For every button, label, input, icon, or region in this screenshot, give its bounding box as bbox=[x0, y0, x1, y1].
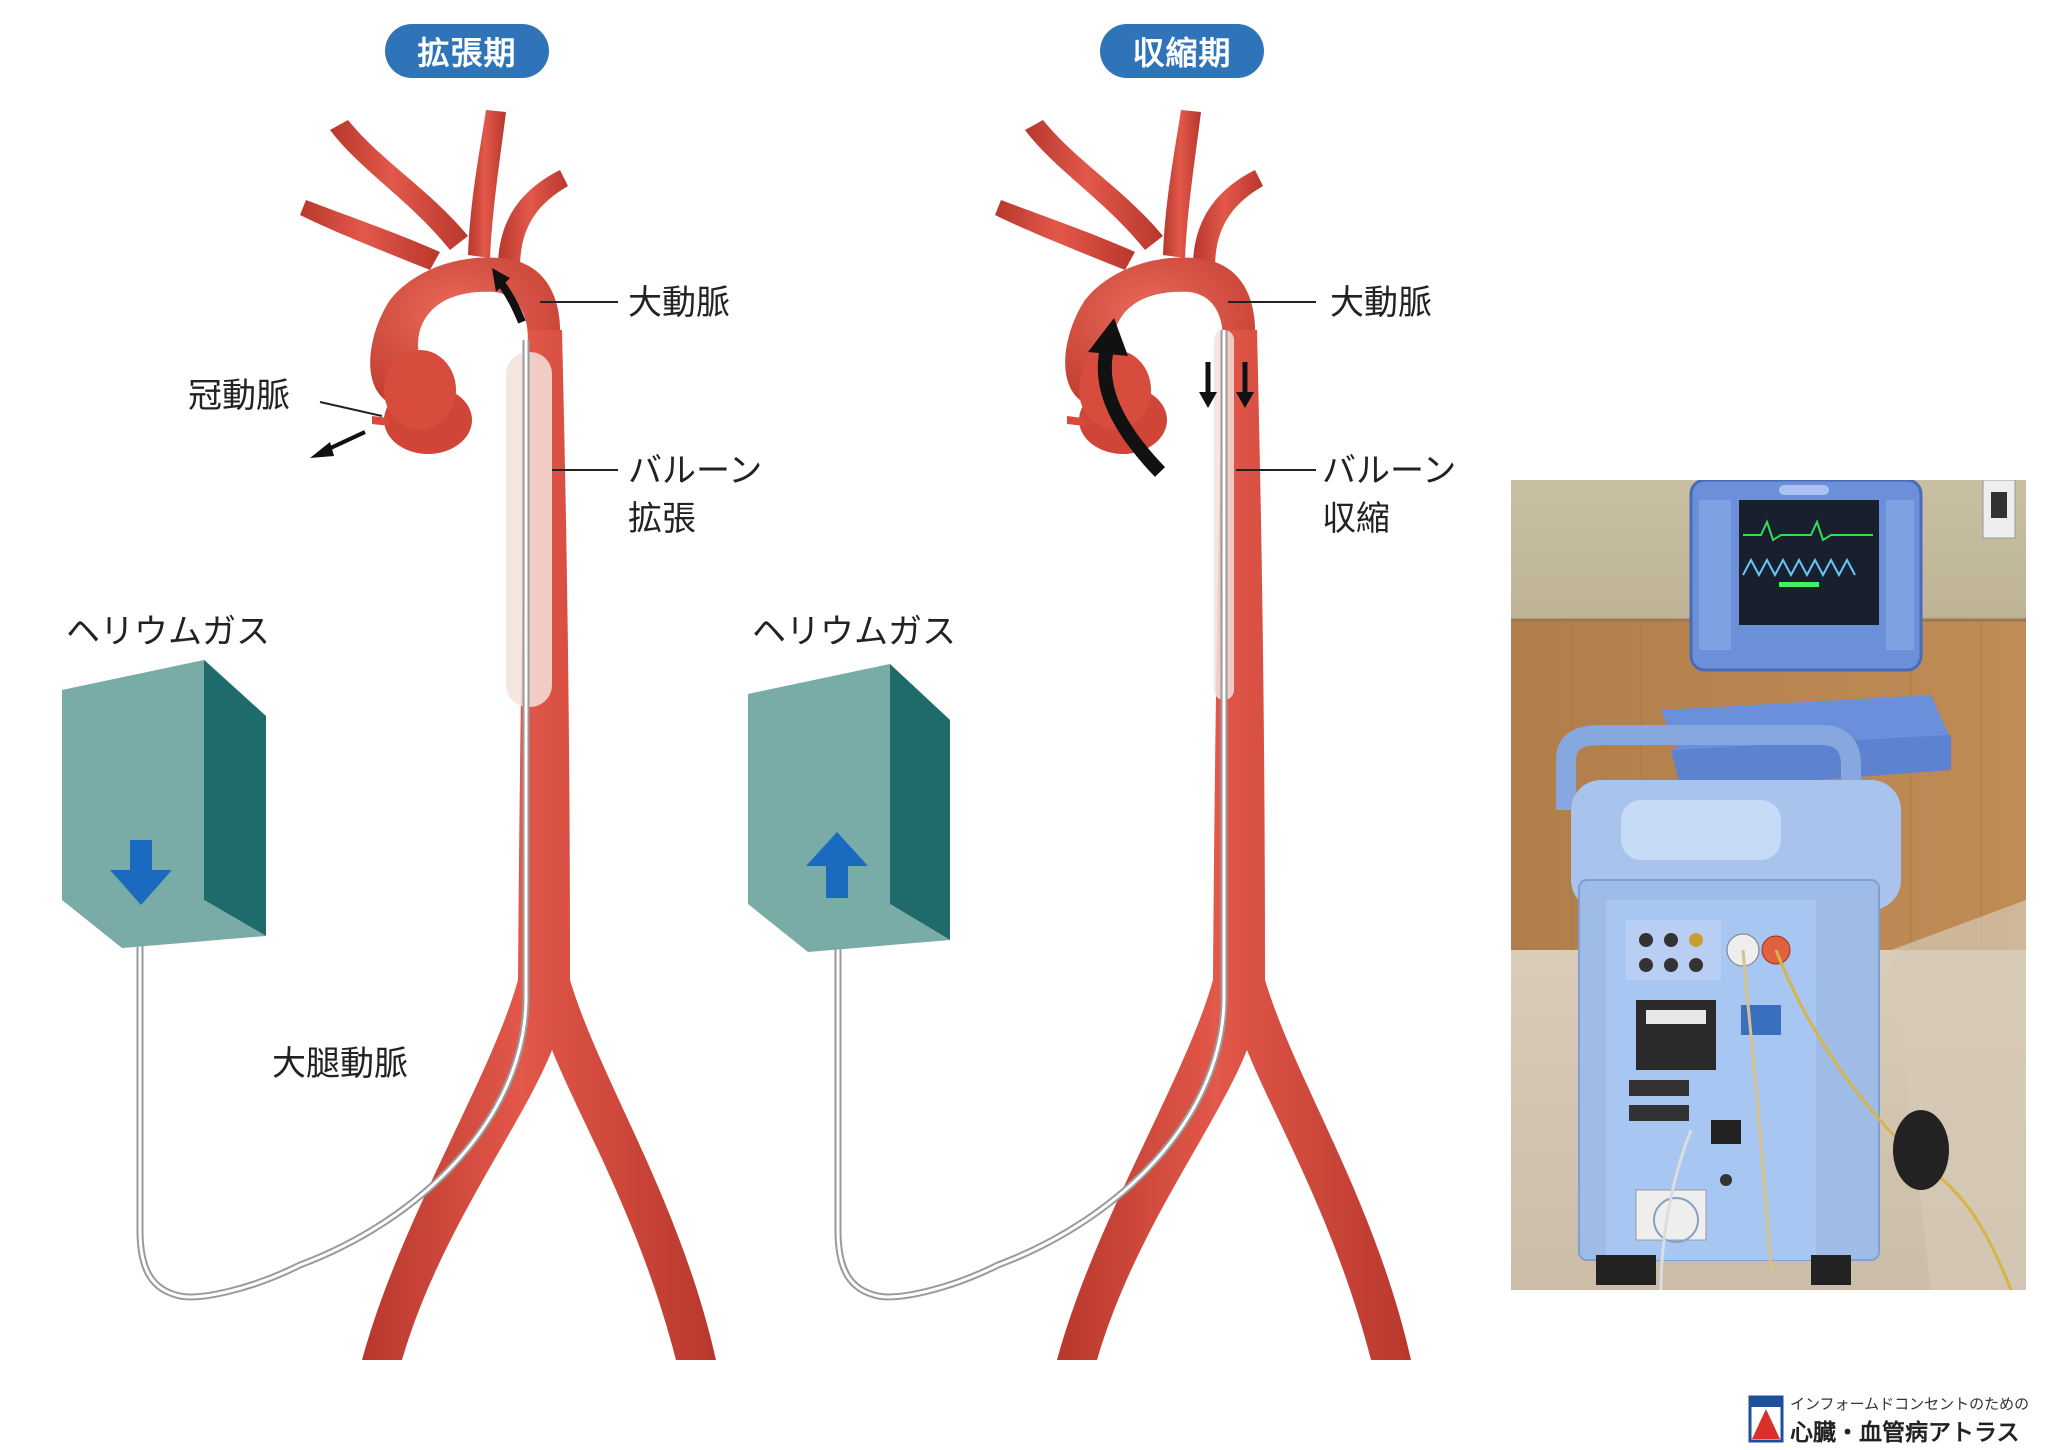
systole-aorta-label: 大動脈 bbox=[1330, 283, 1432, 323]
brand-tagline: インフォームドコンセントのための bbox=[1790, 1395, 2030, 1413]
systole-balloon-label-2: 収縮 bbox=[1322, 499, 1390, 539]
diastole-balloon-label-1: バルーン bbox=[628, 451, 763, 491]
atlas-brand: インフォームドコンセントのための 心臓・血管病アトラス bbox=[1748, 1393, 2040, 1446]
arrow-up-icon bbox=[806, 832, 868, 898]
brand-name: 心臓・血管病アトラス bbox=[1790, 1420, 2020, 1446]
iabp-console-photo bbox=[1511, 480, 2026, 1290]
systole-aorta bbox=[995, 110, 1411, 1360]
diastole-gas-label: ヘリウムガス bbox=[66, 612, 270, 652]
diastole-aorta-label: 大動脈 bbox=[628, 283, 730, 323]
systole-curved-flow-arrow bbox=[1097, 343, 1166, 477]
systole-helium-box bbox=[748, 664, 950, 952]
diastole-helium-box bbox=[62, 660, 266, 948]
diastole-title: 拡張期 bbox=[385, 24, 549, 78]
systole-gas-label: ヘリウムガス bbox=[752, 612, 956, 652]
systole-title: 収縮期 bbox=[1100, 24, 1264, 78]
femoral-label: 大腿動脈 bbox=[272, 1044, 408, 1084]
arrow-down-icon bbox=[110, 840, 172, 905]
systole-balloon-label-1: バルーン bbox=[1322, 451, 1457, 491]
diastole-balloon-label-2: 拡張 bbox=[628, 499, 696, 539]
coronary-label: 冠動脈 bbox=[188, 376, 290, 416]
iabp-console-illustration bbox=[1511, 480, 2026, 1290]
diastole-aorta bbox=[300, 110, 716, 1360]
atlas-logo-icon bbox=[1748, 1395, 1784, 1443]
